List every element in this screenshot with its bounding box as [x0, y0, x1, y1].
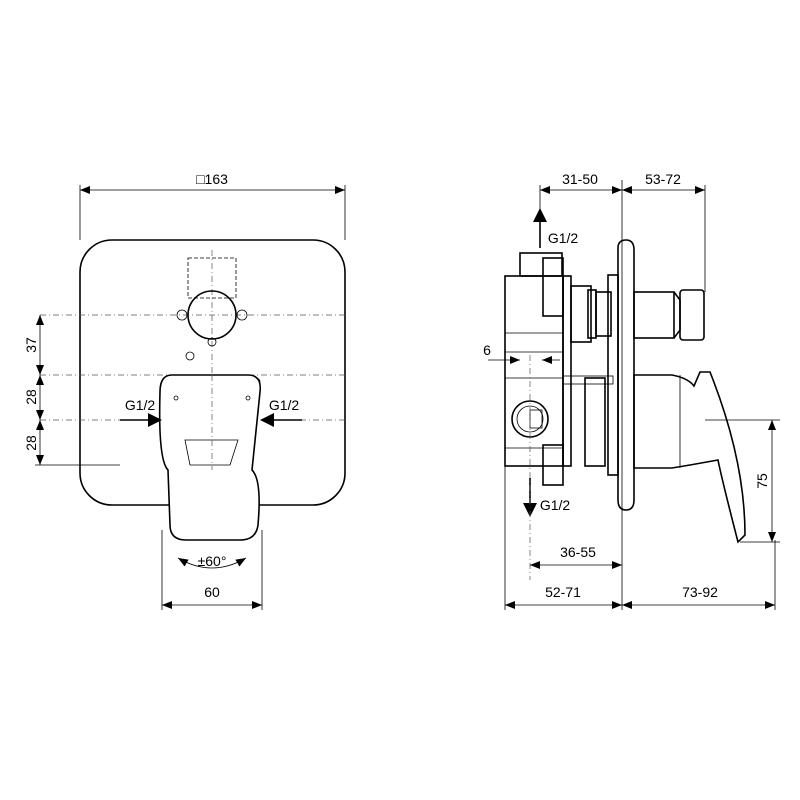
outlet-bottom-label: G1/2	[540, 497, 571, 513]
dim-31-50: 31-50	[562, 171, 598, 187]
dim-73-92: 73-92	[682, 584, 718, 600]
lever-width-label: 60	[204, 584, 220, 600]
width-label: □163	[196, 171, 228, 187]
side-cover-plate	[617, 239, 635, 511]
dim-75: 75	[754, 473, 770, 489]
dim-28-upper: 28	[23, 389, 39, 405]
rotation-label: ±60°	[198, 553, 227, 569]
dim-28-lower: 28	[23, 435, 39, 451]
inlet-right-label: G1/2	[269, 397, 300, 413]
dim-52-71: 52-71	[545, 584, 581, 600]
front-view: □163 37 28 28 G1/2 G1/2 ±60° 60	[23, 171, 346, 610]
dim-6: 6	[483, 342, 491, 358]
dim-36-55: 36-55	[560, 544, 596, 560]
dim-37: 37	[23, 337, 39, 353]
inlet-left-label: G1/2	[125, 397, 156, 413]
dim-53-72: 53-72	[645, 171, 681, 187]
mounting-box-outline	[176, 257, 261, 387]
lever	[158, 374, 262, 541]
side-view: G1/2 G1/2 31-50 53-72 6 36-55 52-71 73-9…	[483, 171, 780, 610]
outlet-top-label: G1/2	[548, 230, 579, 246]
